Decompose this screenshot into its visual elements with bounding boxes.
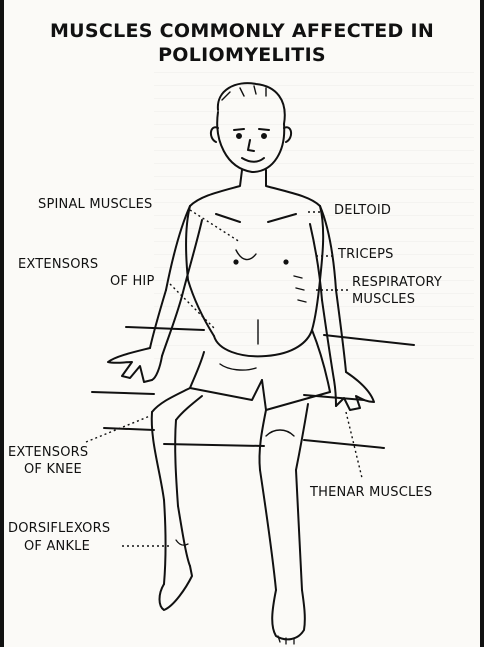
label-respiratory-line2: MUSCLES <box>352 291 415 308</box>
right-arm <box>310 206 374 410</box>
label-dorsiflexors-line1: DORSIFLEXORS <box>8 520 110 537</box>
label-extensors-knee-line2: OF KNEE <box>24 461 82 478</box>
label-dorsiflexors-line2: OF ANKLE <box>24 538 90 555</box>
label-extensors-knee-line1: EXTENSORS <box>8 444 88 461</box>
head <box>211 83 291 172</box>
left-leg <box>152 388 202 610</box>
label-respiratory-line1: RESPIRATORY <box>352 274 442 291</box>
label-thenar-muscles: THENAR MUSCLES <box>310 484 432 501</box>
label-extensors-hip-line2: OF HIP <box>110 273 155 290</box>
left-arm <box>108 206 202 382</box>
label-spinal-muscles: SPINAL MUSCLES <box>38 196 153 213</box>
label-extensors-hip-line1: EXTENSORS <box>18 256 98 273</box>
right-leg <box>259 404 308 644</box>
torso <box>186 170 323 344</box>
label-triceps: TRICEPS <box>338 246 394 263</box>
label-deltoid: DELTOID <box>334 202 391 219</box>
shorts <box>190 330 330 410</box>
leader-hip <box>170 284 216 330</box>
